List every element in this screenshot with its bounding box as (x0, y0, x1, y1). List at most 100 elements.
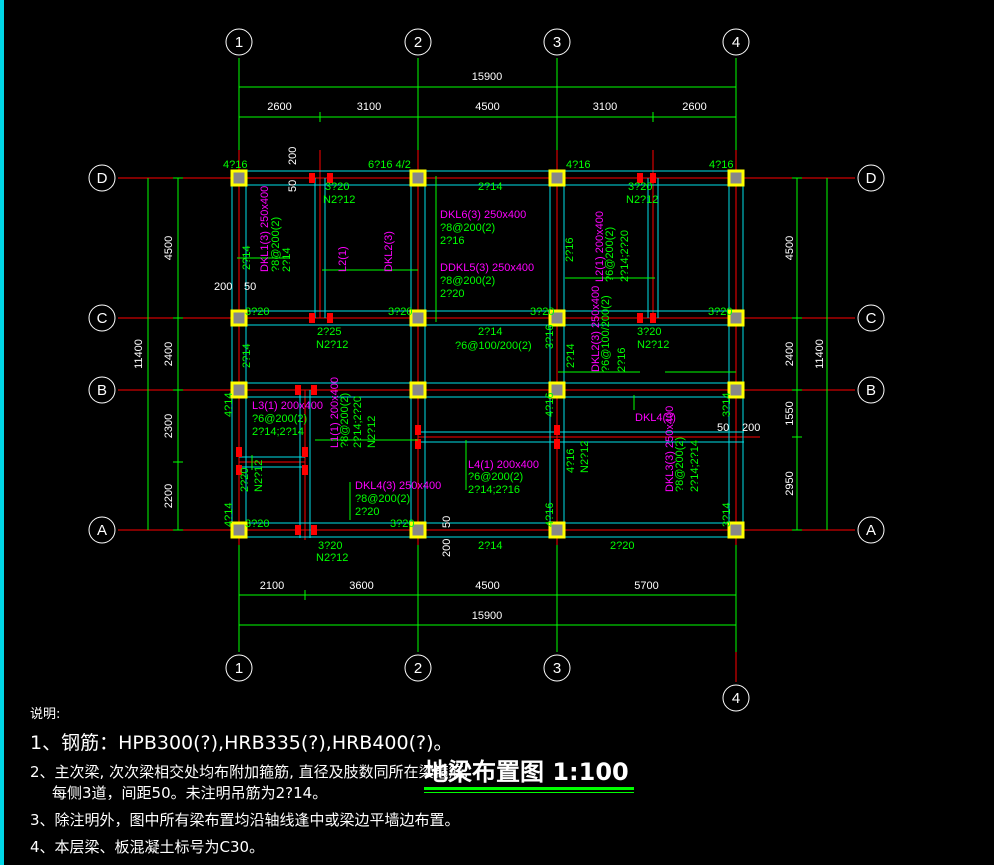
offset-dimension: 200 (214, 281, 232, 293)
offset-dimension: 50 (287, 180, 299, 192)
rebar-label: 3?16 (544, 325, 556, 349)
rebar-label: N2?12 (316, 552, 348, 564)
rebar-label: ?6@200(2) (468, 471, 523, 483)
rebar-label: N2?12 (253, 460, 265, 492)
axis-bottom-0-label: 1 (235, 660, 243, 677)
dim-top-part: 4500 (475, 101, 499, 113)
dim-left-part: 2400 (163, 342, 175, 366)
dim-bottom-part: 3600 (349, 580, 373, 592)
column (409, 309, 427, 327)
beam-label: DKL6(3) 250x400 (440, 209, 526, 221)
rebar-label: 2?14;2?14 (689, 440, 701, 492)
drawing-geometry (88, 28, 885, 712)
axis-bottom-2-label: 3 (553, 660, 561, 677)
rebar-label: 2?14 (478, 181, 502, 193)
added-stirrup-marker (415, 425, 421, 435)
rebar-label: 3?20 (390, 518, 414, 530)
rebar-label: 3?14 (721, 503, 733, 527)
rebar-label: 2?14 (281, 248, 293, 272)
rebar-label: ?8@200(2) (339, 393, 351, 448)
offset-dimension: 50 (441, 516, 453, 528)
column (727, 381, 745, 399)
rebar-label: ?6@100/200(2) (600, 295, 612, 372)
dim-left-total: 11400 (133, 339, 145, 369)
rebar-label: 2?16 (564, 238, 576, 262)
beam-label: DKL2(3) (383, 231, 395, 272)
column (548, 381, 566, 399)
rebar-label: ?6@200(2) (604, 227, 616, 282)
rebar-label: 3?20 (245, 518, 269, 530)
title-underline (424, 787, 634, 790)
rebar-label: 3?20 (325, 181, 349, 193)
axis-right-1-bubble (857, 304, 885, 332)
rebar-label: ?8@200(2) (270, 217, 282, 272)
column (230, 381, 248, 399)
rebar-label: 4?16 (223, 159, 247, 171)
axis-top-3-label: 4 (732, 34, 740, 51)
rebar-label: 2?14;2?16 (468, 484, 520, 496)
rebar-label: 3?20 (708, 306, 732, 318)
added-stirrup-marker (327, 313, 333, 323)
dim-right-part: 2950 (784, 471, 796, 495)
column (727, 169, 745, 187)
beam-label: DKL1(3) 250x400 (259, 186, 271, 272)
rebar-label: 2?14 (241, 344, 253, 368)
dim-top-part: 3100 (593, 101, 617, 113)
axis-right-2-label: B (866, 382, 876, 399)
added-stirrup-marker (415, 439, 421, 449)
rebar-label: ?8@200(2) (440, 275, 495, 287)
rebar-label: 4?16 (566, 159, 590, 171)
axis-right-0-bubble (857, 164, 885, 192)
rebar-label: 2?14;2?20 (619, 230, 631, 282)
dim-right-part: 4500 (784, 236, 796, 260)
axis-left-2-label: B (97, 382, 107, 399)
beam-label: L1(1) 200x400 (329, 377, 341, 448)
added-stirrup-marker (311, 385, 317, 395)
dim-top-part: 2600 (682, 101, 706, 113)
dim-right-part: 1550 (784, 401, 796, 425)
offset-dimension: 200 (742, 422, 760, 434)
rebar-label: 4?16 (709, 159, 733, 171)
beam-label: DDKL5(3) 250x400 (440, 262, 534, 274)
viewport-edge (0, 0, 4, 865)
added-stirrup-marker (302, 465, 308, 475)
dim-left-part: 2300 (163, 414, 175, 438)
dim-right-part: 2400 (784, 342, 796, 366)
added-stirrup-marker (311, 525, 317, 535)
notes-block: 说明: 1、钢筋：HPB300(?),HRB335(?),HRB400(?)。 … (30, 703, 468, 857)
column (230, 521, 248, 539)
axis-top-0-label: 1 (235, 34, 243, 51)
rebar-label: N2?12 (637, 339, 669, 351)
column (727, 309, 745, 327)
beam-label: L3(1) 200x400 (252, 400, 323, 412)
added-stirrup-marker (309, 313, 315, 323)
added-stirrup-marker (309, 173, 315, 183)
axis-left-0-bubble (88, 164, 116, 192)
title-underline-thin (424, 792, 634, 793)
axis-left-2-bubble (88, 376, 116, 404)
axis-top-1-label: 2 (414, 34, 422, 51)
beam-label: L2(1) (337, 246, 349, 272)
dim-top-part: 2600 (267, 101, 291, 113)
rebar-label: 4?16 (544, 393, 556, 417)
rebar-label: 2?20 (610, 540, 634, 552)
axis-bottom-0-bubble (225, 654, 253, 682)
dim-top-total: 15900 (472, 71, 503, 83)
column (409, 381, 427, 399)
axis-left-1-label: C (97, 310, 108, 327)
dim-bottom-total: 15900 (472, 610, 503, 622)
note-4: 4、本层梁、板混凝土标号为C30。 (30, 838, 265, 856)
note-1: 1、钢筋：HPB300(?),HRB335(?),HRB400(?)。 (30, 732, 453, 754)
offset-dimension: 200 (287, 147, 299, 165)
note-3: 3、除注明外，图中所有梁布置均沿轴线逢中或梁边平墙边布置。 (30, 811, 460, 829)
rebar-label: 2?20 (440, 288, 464, 300)
column (230, 309, 248, 327)
rebar-label: 6?16 4/2 (368, 159, 411, 171)
dim-bottom-part: 5700 (634, 580, 658, 592)
dim-bottom-part: 4500 (475, 580, 499, 592)
axis-top-3-bubble (722, 28, 750, 56)
rebar-label: 4?14 (223, 393, 235, 417)
rebar-label: N2?12 (626, 194, 658, 206)
rebar-label: 3?20 (245, 306, 269, 318)
